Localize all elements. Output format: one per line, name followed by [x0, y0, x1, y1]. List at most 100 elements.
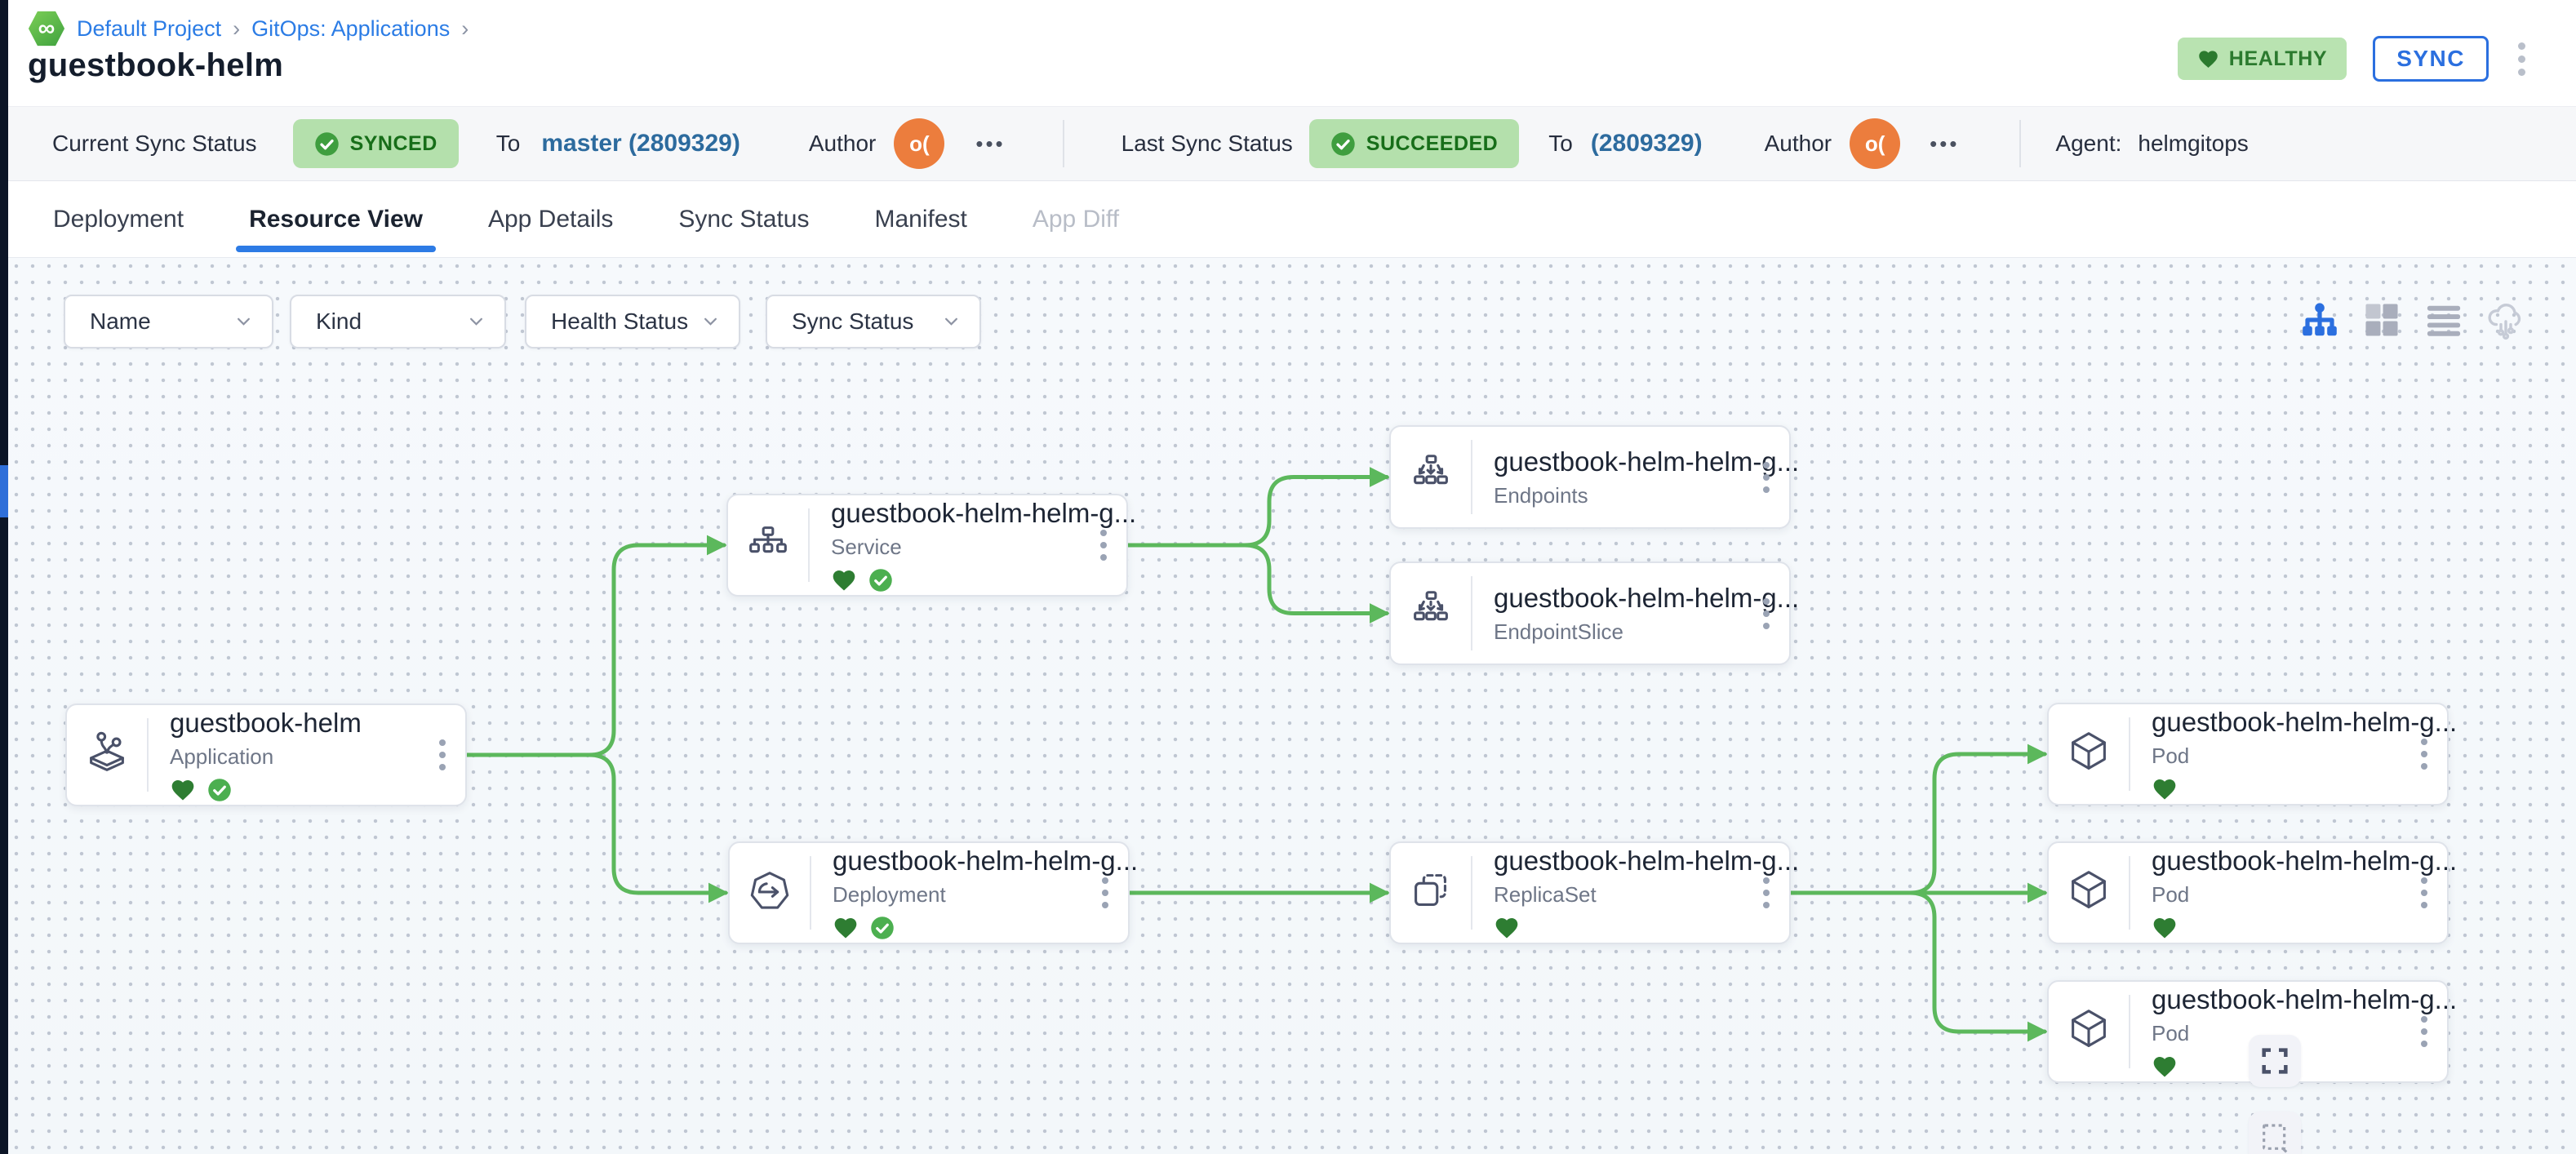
node-kind-label: Pod	[2152, 882, 2447, 908]
resource-node-application[interactable]: guestbook-helm Application	[65, 703, 467, 806]
pod-icon	[2063, 1005, 2114, 1059]
sync-button[interactable]: SYNC	[2373, 36, 2489, 82]
author-label: Author	[809, 131, 877, 157]
heart-icon	[2197, 48, 2219, 70]
divider	[2019, 120, 2021, 167]
kebab-menu-icon[interactable]	[2515, 39, 2529, 79]
breadcrumb: ∞ Default Project › GitOps: Applications…	[28, 10, 469, 47]
node-title: guestbook-helm	[170, 708, 362, 739]
chevron-down-icon	[944, 317, 958, 326]
list-view-icon[interactable]	[2424, 300, 2463, 340]
resource-node-pod-3[interactable]: guestbook-helm-helm-g... Pod	[2047, 980, 2449, 1083]
health-status-filter-dropdown[interactable]: Health Status	[525, 295, 740, 348]
tab-app-diff[interactable]: App Diff	[1033, 181, 1119, 257]
sync-check-icon	[207, 778, 232, 802]
replicaset-icon	[1406, 866, 1456, 921]
resource-node-replicaset[interactable]: guestbook-helm-helm-g... ReplicaSet	[1389, 841, 1791, 944]
application-icon	[82, 728, 132, 783]
resource-node-pod-2[interactable]: guestbook-helm-helm-g... Pod	[2047, 841, 2449, 944]
node-status-icons	[2152, 915, 2447, 941]
agent-label: Agent:	[2055, 131, 2121, 157]
dashed-box-icon	[2258, 1121, 2291, 1154]
node-status-icons	[170, 777, 362, 803]
fit-view-button[interactable]	[2249, 1035, 2301, 1087]
node-menu-button[interactable]	[1758, 593, 1774, 634]
author-label: Author	[1765, 131, 1832, 157]
more-authors-button[interactable]: •••	[1930, 131, 1959, 157]
chevron-right-icon: ›	[461, 16, 469, 42]
page-title: guestbook-helm	[28, 47, 283, 84]
tab-resource-view[interactable]: Resource View	[249, 181, 423, 257]
pod-icon	[2063, 866, 2114, 921]
node-menu-button[interactable]	[1095, 525, 1112, 566]
node-title: guestbook-helm-helm-g...	[833, 846, 1128, 877]
node-title: guestbook-helm-helm-g...	[831, 498, 1126, 529]
more-authors-button[interactable]: •••	[975, 131, 1005, 157]
succeeded-badge: SUCCEEDED	[1309, 119, 1519, 168]
name-filter-dropdown[interactable]: Name	[64, 295, 273, 348]
node-status-icons	[833, 915, 1128, 941]
status-bar: Current Sync Status SYNCED To master (28…	[8, 106, 2576, 181]
tab-sync-status[interactable]: Sync Status	[678, 181, 809, 257]
node-menu-button[interactable]	[1758, 457, 1774, 498]
tabs-bar: Deployment Resource View App Details Syn…	[8, 181, 2576, 257]
health-heart-icon	[2152, 776, 2178, 802]
to-label: To	[496, 131, 521, 157]
breadcrumb-project-link[interactable]: Default Project	[77, 16, 221, 42]
collapsed-sidebar[interactable]	[0, 0, 8, 1154]
grid-view-icon[interactable]	[2362, 300, 2401, 340]
node-menu-button[interactable]	[1097, 872, 1113, 913]
breadcrumb-applications-link[interactable]: GitOps: Applications	[251, 16, 450, 42]
health-status-badge[interactable]: HEALTHY	[2178, 38, 2347, 80]
kind-filter-dropdown[interactable]: Kind	[290, 295, 506, 348]
agent-value: helmgitops	[2138, 131, 2248, 157]
node-menu-button[interactable]	[2416, 734, 2432, 775]
node-menu-button[interactable]	[2416, 1011, 2432, 1052]
filters-row: Name Kind Health Status Sync Status	[8, 295, 2576, 348]
last-revision-link[interactable]: (2809329)	[1591, 130, 1703, 158]
health-heart-icon	[2152, 915, 2178, 941]
tab-deployment[interactable]: Deployment	[53, 181, 184, 257]
resource-node-endpointslice[interactable]: guestbook-helm-helm-g... EndpointSlice	[1389, 561, 1791, 665]
chevron-down-icon	[469, 317, 483, 326]
service-icon	[743, 518, 793, 573]
node-title: guestbook-helm-helm-g...	[2152, 846, 2447, 877]
sync-check-icon	[870, 916, 895, 940]
synced-badge: SYNCED	[293, 119, 459, 168]
health-badge-label: HEALTHY	[2229, 47, 2327, 71]
last-sync-status-label: Last Sync Status	[1121, 131, 1293, 157]
app-page: ∞ Default Project › GitOps: Applications…	[8, 0, 2576, 1154]
author-avatar[interactable]: o(	[1850, 118, 1900, 169]
node-title: guestbook-helm-helm-g...	[1494, 583, 1789, 614]
resource-node-endpoints[interactable]: guestbook-helm-helm-g... Endpoints	[1389, 425, 1791, 529]
health-heart-icon	[1494, 915, 1520, 941]
chevron-right-icon: ›	[233, 16, 240, 42]
check-circle-icon	[1330, 131, 1356, 157]
resource-node-pod-1[interactable]: guestbook-helm-helm-g... Pod	[2047, 703, 2449, 806]
node-title: guestbook-helm-helm-g...	[2152, 707, 2447, 738]
tab-manifest[interactable]: Manifest	[874, 181, 966, 257]
current-revision-link[interactable]: master (2809329)	[541, 130, 740, 158]
node-kind-label: EndpointSlice	[1494, 619, 1789, 645]
node-menu-button[interactable]	[2416, 872, 2432, 913]
tree-view-icon[interactable]	[2300, 300, 2339, 340]
sync-check-icon	[868, 568, 893, 593]
deployment-icon	[744, 866, 795, 921]
cloud-view-icon[interactable]	[2486, 300, 2525, 340]
sync-status-filter-dropdown[interactable]: Sync Status	[766, 295, 981, 348]
select-area-button[interactable]	[2249, 1112, 2301, 1154]
endpointslice-icon	[1406, 586, 1456, 641]
node-title: guestbook-helm-helm-g...	[2152, 984, 2447, 1015]
node-menu-button[interactable]	[1758, 872, 1774, 913]
node-kind-label: Pod	[2152, 743, 2447, 769]
chevron-down-icon	[237, 317, 251, 326]
node-kind-label: Endpoints	[1494, 483, 1789, 508]
resource-node-deployment[interactable]: guestbook-helm-helm-g... Deployment	[728, 841, 1130, 944]
node-title: guestbook-helm-helm-g...	[1494, 846, 1789, 877]
tab-app-details[interactable]: App Details	[488, 181, 613, 257]
node-menu-button[interactable]	[434, 735, 451, 775]
current-sync-status-label: Current Sync Status	[52, 131, 257, 157]
node-kind-label: Application	[170, 744, 362, 770]
author-avatar[interactable]: o(	[894, 118, 944, 169]
resource-node-service[interactable]: guestbook-helm-helm-g... Service	[726, 494, 1128, 597]
